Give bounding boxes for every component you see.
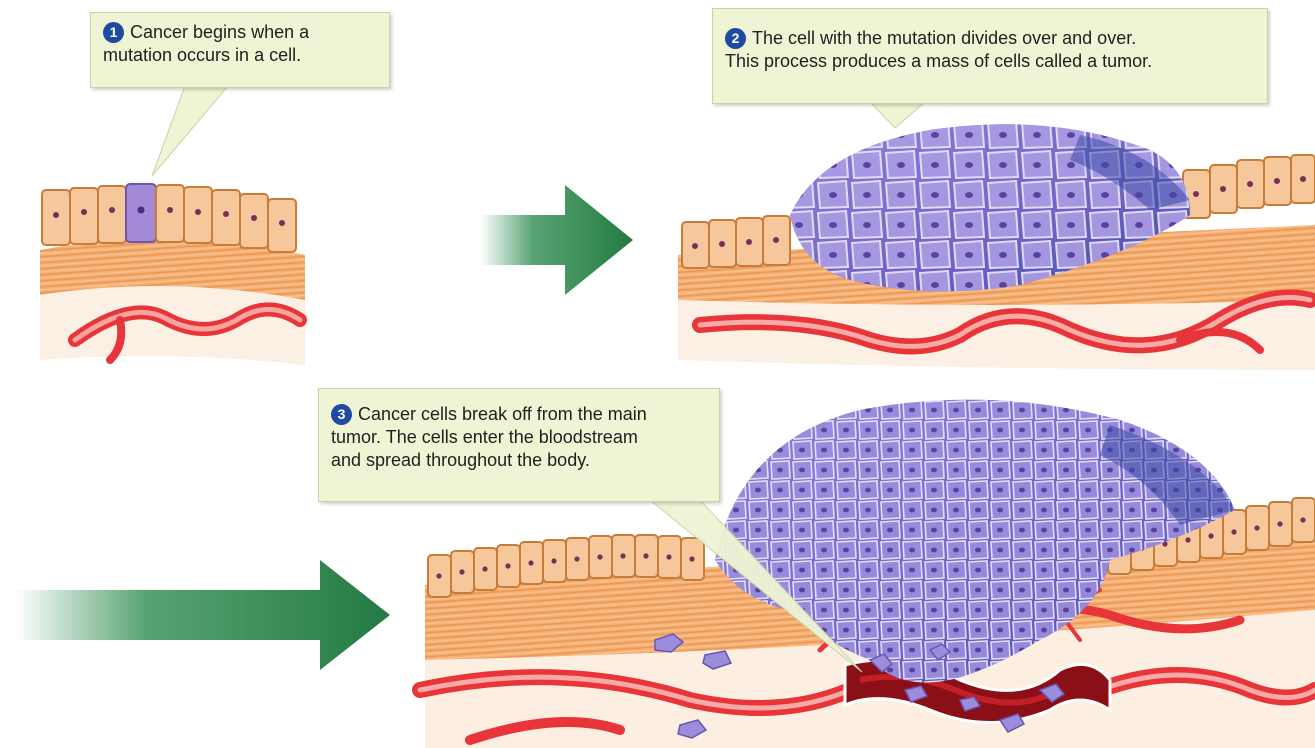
- step-1-badge: 1: [103, 22, 124, 43]
- callout-step-2: 2 The cell with the mutation divides over…: [712, 8, 1268, 104]
- step-2-text-line-2: This process produces a mass of cells ca…: [725, 50, 1255, 73]
- panel-1-epithelial-cells: [42, 184, 296, 252]
- panel-1-tissue: [40, 184, 305, 365]
- progression-arrow-1: [480, 185, 633, 295]
- step-3-badge: 3: [331, 404, 352, 425]
- step-1-text-line-2: mutation occurs in a cell.: [103, 44, 377, 67]
- callout-step-1: 1 Cancer begins when a mutation occurs in…: [90, 12, 390, 88]
- step-3-text-line-3: and spread throughout the body.: [331, 449, 707, 472]
- step-3-text-line-2: tumor. The cells enter the bloodstream: [331, 426, 707, 449]
- panel-2-tissue: [678, 124, 1315, 370]
- step-2-badge: 2: [725, 28, 746, 49]
- callout-2-pointer: [870, 102, 925, 128]
- progression-arrow-2: [15, 560, 390, 670]
- callout-step-3: 3 Cancer cells break off from the main tu…: [318, 388, 720, 502]
- step-2-text-line-1: The cell with the mutation divides over …: [752, 28, 1136, 48]
- step-3-text-line-1: Cancer cells break off from the main: [358, 404, 647, 424]
- step-1-text-line-1: Cancer begins when a: [130, 22, 309, 42]
- callout-1-pointer: [152, 86, 228, 176]
